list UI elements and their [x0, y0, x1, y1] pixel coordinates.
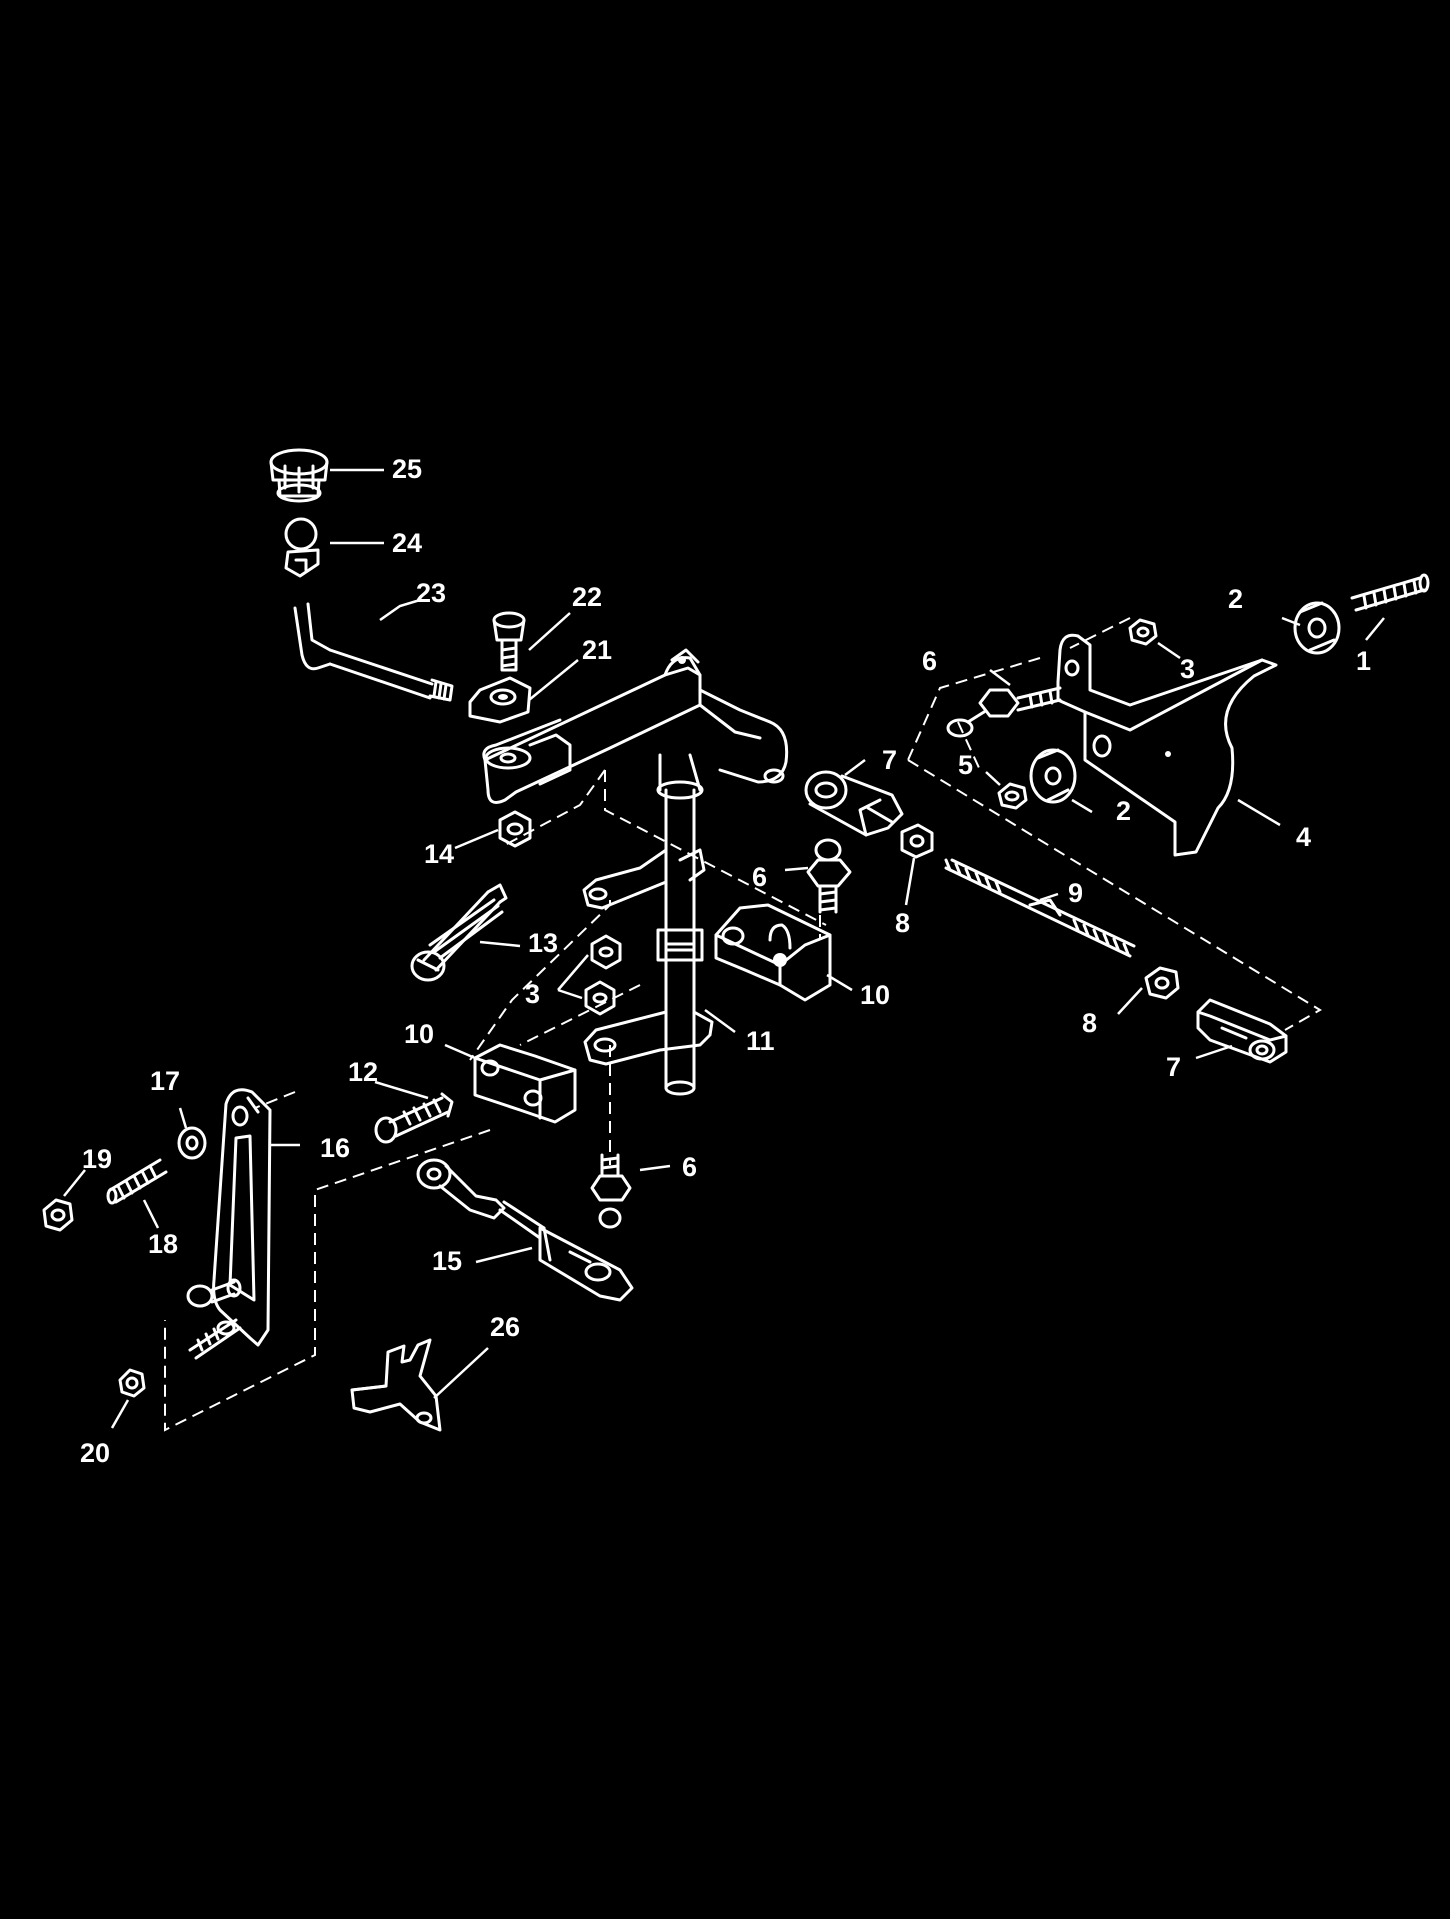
- callout-6-top: 6: [922, 646, 937, 676]
- callout-3-left: 3: [525, 979, 540, 1009]
- part-21-clamp-block: [468, 676, 532, 724]
- part-7-socket-upper: [804, 770, 904, 837]
- callout-labels: 1 2 2 3 3 4 5 6 6 6 7 7 8 8 9 10 10 11 1…: [80, 454, 1371, 1468]
- callout-14: 14: [424, 839, 454, 869]
- part-19-nut: [42, 1198, 74, 1232]
- part-6-pivot-stud-lower: [590, 1153, 632, 1229]
- part-6-pivot-stud-right: [946, 686, 1062, 738]
- part-2-washer-top: [1293, 601, 1341, 655]
- part-2-washer-mid: [1029, 748, 1077, 804]
- callout-18: 18: [148, 1229, 178, 1259]
- callout-6-mid: 6: [752, 862, 767, 892]
- part-1-screw: [1350, 573, 1430, 612]
- callout-24: 24: [392, 528, 422, 558]
- callout-21: 21: [582, 635, 612, 665]
- part-8-nut-lower: [1144, 966, 1180, 1000]
- callout-23: 23: [416, 578, 446, 608]
- part-18-stud: [106, 1158, 168, 1205]
- part-10-block-lower: [473, 1043, 577, 1124]
- callout-9: 9: [1068, 878, 1083, 908]
- callout-15: 15: [432, 1246, 462, 1276]
- phantom-lines: [164, 617, 1322, 1432]
- part-3-nut-c: [1128, 618, 1158, 646]
- callout-25: 25: [392, 454, 422, 484]
- callout-16: 16: [320, 1133, 350, 1163]
- part-16-lever-studs: [186, 1278, 242, 1360]
- part-16-lever-arm: [212, 1088, 272, 1347]
- part-14-nut: [498, 810, 532, 848]
- callout-17: 17: [150, 1066, 180, 1096]
- leader-lines: [63, 468, 1385, 1429]
- part-throttle-arm: [482, 648, 789, 804]
- part-7-socket-lower: [1196, 998, 1288, 1064]
- callout-5: 5: [958, 750, 973, 780]
- part-23-link-rod: [293, 602, 454, 702]
- part-3-nut-a: [590, 934, 622, 970]
- part-9-threaded-rod: [944, 858, 1136, 958]
- part-10-block-upper: [714, 903, 832, 1002]
- part-15-adjustable-link: [416, 1158, 634, 1302]
- callout-12: 12: [348, 1057, 378, 1087]
- callout-2-mid: 2: [1116, 796, 1131, 826]
- callout-19: 19: [82, 1144, 112, 1174]
- callout-2-top: 2: [1228, 584, 1243, 614]
- part-17-washer: [177, 1126, 207, 1160]
- part-13-spring-screw: [410, 883, 508, 982]
- part-4-bracket-plate: [1056, 633, 1278, 857]
- part-3-nut-b: [584, 980, 616, 1016]
- callout-10-right: 10: [860, 980, 890, 1010]
- part-26-bracket: [350, 1338, 442, 1432]
- callout-22: 22: [572, 582, 602, 612]
- callout-11: 11: [746, 1026, 775, 1056]
- callout-7-bottom: 7: [1166, 1052, 1181, 1082]
- callout-10-left: 10: [404, 1019, 434, 1049]
- callout-1: 1: [1356, 646, 1371, 676]
- callout-13: 13: [528, 928, 558, 958]
- callout-6-bottom: 6: [682, 1152, 697, 1182]
- part-5-nut: [997, 782, 1028, 810]
- part-8-nut-upper: [900, 823, 934, 859]
- part-11-throttle-shaft: [582, 788, 714, 1096]
- callout-3-right: 3: [1180, 654, 1195, 684]
- part-25-bushing: [269, 448, 329, 503]
- callout-20: 20: [80, 1438, 110, 1468]
- callout-26: 26: [490, 1312, 520, 1342]
- part-24-ball-stud: [284, 517, 320, 578]
- part-6-pivot-stud-mid: [806, 838, 852, 914]
- callout-4: 4: [1296, 822, 1311, 852]
- part-22-screw: [492, 611, 526, 672]
- callout-8-bottom: 8: [1082, 1008, 1097, 1038]
- part-12-screw: [374, 1092, 454, 1144]
- callout-8-top: 8: [895, 908, 910, 938]
- part-20-nut: [118, 1368, 146, 1398]
- callout-7-top: 7: [882, 745, 897, 775]
